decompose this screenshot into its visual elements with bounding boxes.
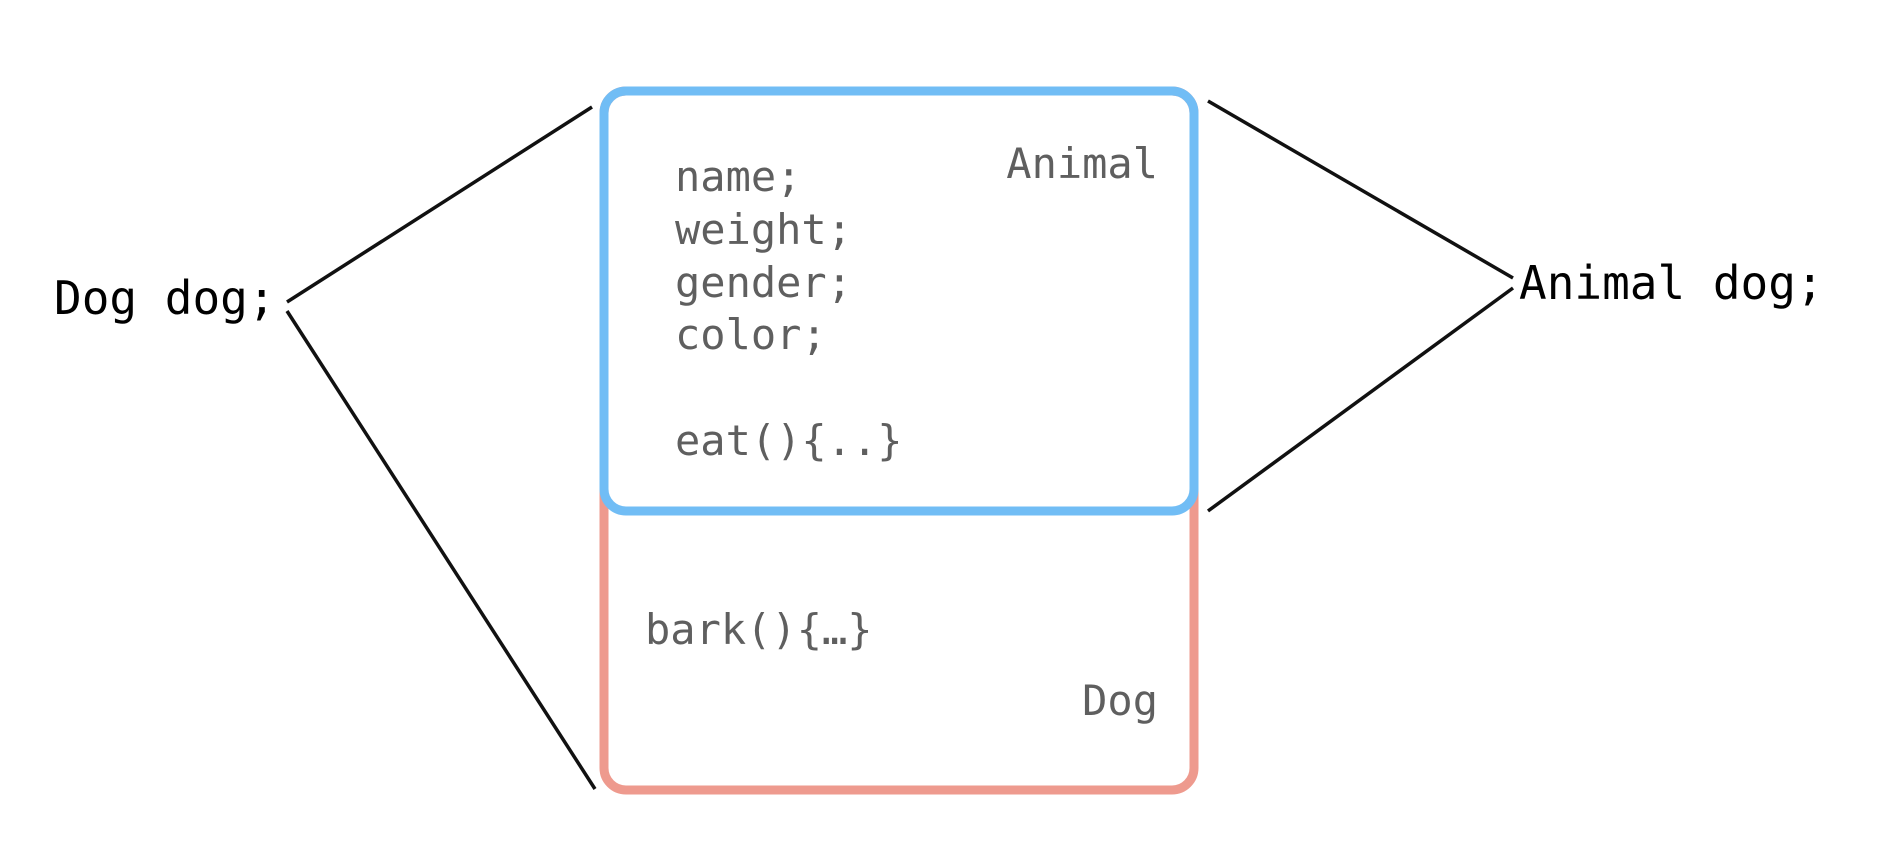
animal-ref-connector-bottom — [1206, 286, 1515, 513]
animal-ref-connector-top — [1207, 99, 1514, 280]
animal-method: eat(){..} — [675, 416, 903, 465]
animal-field: name; — [675, 152, 801, 201]
animal-reference-label: Animal dog; — [1519, 256, 1824, 310]
dog-method: bark(){…} — [645, 605, 873, 654]
animal-field: weight; — [675, 205, 852, 254]
animal-field: color; — [675, 310, 827, 359]
dog-ref-connector-bottom — [285, 310, 597, 790]
animal-part-box — [599, 86, 1199, 516]
dog-class-label: Dog — [1082, 676, 1158, 725]
animal-class-label: Animal — [1006, 139, 1158, 188]
dog-reference-label: Dog dog; — [54, 271, 276, 325]
animal-field: gender; — [675, 258, 852, 307]
dog-ref-connector-top — [286, 105, 593, 304]
